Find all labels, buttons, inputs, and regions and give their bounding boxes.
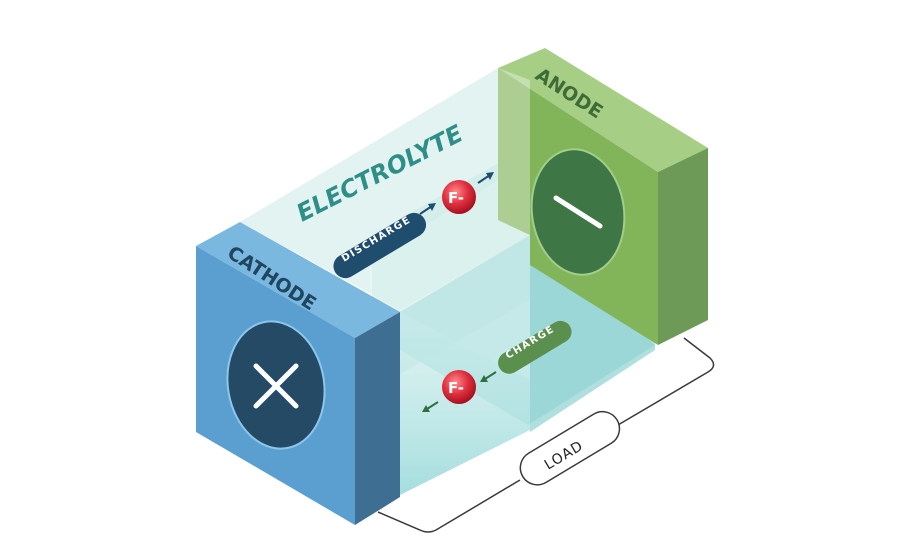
load-box [519, 410, 621, 486]
minus-icon [553, 195, 603, 229]
cathode-block: CATHODE [196, 222, 400, 525]
discharge-arrow-icon-2 [477, 172, 494, 184]
ion-label-lower: F- [448, 379, 464, 397]
cathode-top-face [196, 222, 400, 338]
discharge-arrow-icon [419, 203, 436, 215]
fluoride-ion-lower: F- [442, 370, 476, 404]
ion-label-upper: F- [448, 189, 464, 207]
plus-icon [253, 363, 299, 409]
discharge-pill [333, 212, 427, 279]
load-circuit: LOAD [377, 337, 715, 533]
anode-block: ANODE [498, 48, 708, 345]
electrolyte-front-face [400, 312, 530, 495]
circuit-wire [377, 337, 715, 533]
charge-arrow-icon-2 [422, 401, 439, 412]
anode-top-face [498, 48, 708, 172]
fluoride-ion-upper: F- [442, 180, 476, 214]
electrolyte-glass-panel [370, 160, 530, 497]
charge-pill [498, 320, 572, 374]
anode-side-face [658, 148, 708, 345]
charge-arrow-icon [480, 371, 497, 382]
cathode-side-face [355, 312, 400, 525]
anode-glass-overlay [498, 68, 530, 235]
